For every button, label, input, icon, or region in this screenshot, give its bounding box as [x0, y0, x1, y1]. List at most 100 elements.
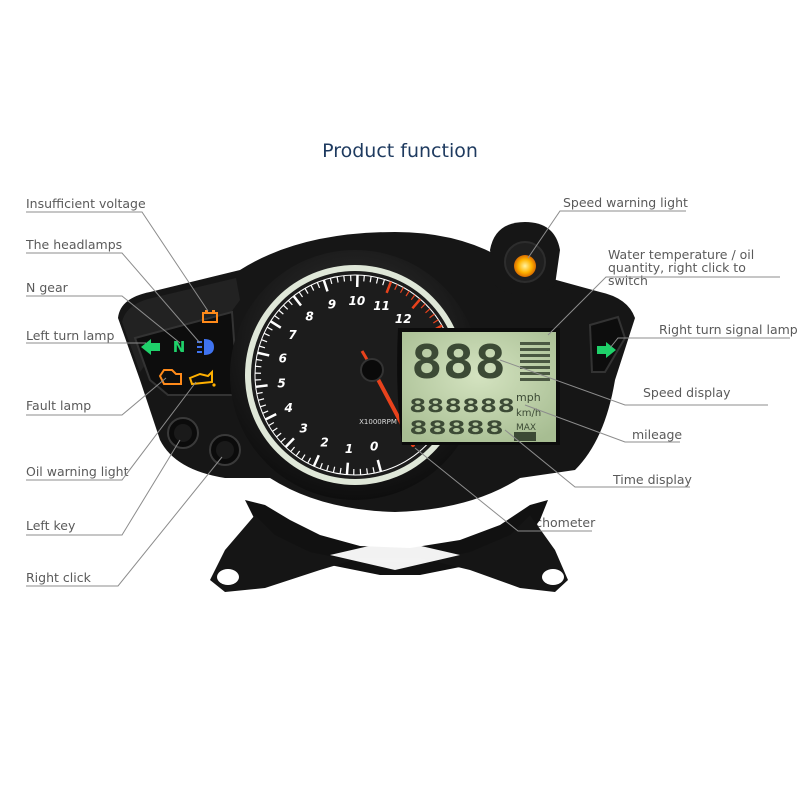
page-title: Product function	[322, 140, 478, 162]
gauge-tick	[411, 298, 422, 310]
label-insufficient-voltage: Insufficient voltage	[26, 196, 146, 211]
gauge-tick	[284, 437, 295, 448]
gauge-tick	[345, 462, 350, 475]
label-water-temperature: Water temperature / oil quantity, right …	[608, 247, 755, 288]
gauge-tick-label: 2	[320, 435, 328, 449]
gauge-tick	[363, 275, 365, 282]
gauge-tick-label: 6	[279, 352, 287, 366]
gauge-tick	[336, 276, 339, 283]
label-speed-display: Speed display	[643, 385, 731, 400]
lcd-icon-block	[514, 432, 536, 441]
gauge-tick	[316, 282, 321, 289]
gauge-tick	[375, 277, 379, 284]
gauge-tick-label: 10	[348, 294, 365, 308]
gauge-tick-label: 9	[328, 298, 336, 312]
gauge-tick	[298, 291, 304, 298]
gauge-tick	[295, 450, 301, 457]
gauge-tick	[376, 459, 383, 472]
gauge-tick	[259, 345, 266, 349]
gauge-tick	[369, 276, 372, 283]
tach-unit-label: X1000RPM	[359, 418, 397, 426]
time-digits: 88888	[409, 417, 504, 439]
gauge-tick	[269, 320, 282, 329]
gauge-tick-label: 1	[345, 442, 353, 456]
speed-warning-light	[514, 255, 536, 277]
gauge-tick	[255, 365, 262, 368]
left-turn-arrow-icon	[141, 339, 160, 355]
gauge-tick	[332, 466, 336, 473]
max-label: MAX	[516, 423, 536, 433]
gauge-tick	[410, 294, 416, 301]
gauge-tick	[301, 454, 306, 460]
gauge-tick	[276, 432, 282, 438]
battery-icon	[202, 310, 218, 323]
label-time-display: Time display	[613, 472, 692, 487]
gauge-tick	[261, 339, 268, 343]
gauge-tick	[287, 300, 293, 306]
gauge-tick	[322, 279, 329, 292]
n-gear-indicator: N	[173, 338, 186, 356]
left-indicator-cluster: N	[133, 310, 240, 396]
gauge-tick	[262, 410, 269, 414]
gauge-tick	[329, 277, 333, 285]
mileage-unit: km/h	[516, 408, 541, 419]
leader-lines	[26, 210, 790, 587]
gauge-tick-label: 5	[277, 377, 285, 391]
speed-digits: 888	[411, 335, 506, 389]
mileage-digits: 888888	[409, 395, 515, 417]
gauge-tick-label: 0	[370, 439, 378, 453]
gauge-tick-label: 3	[299, 421, 307, 435]
gauge-tick	[290, 446, 296, 452]
label-headlamps: The headlamps	[26, 237, 123, 252]
oil-can-icon	[188, 369, 216, 387]
gauge-tick	[326, 464, 329, 472]
label-mileage: mileage	[632, 427, 683, 442]
gauge-tick-label: 12	[395, 312, 412, 326]
gauge-tick	[263, 332, 270, 337]
gauge-tick	[399, 287, 404, 294]
gauge-tick-label: 11	[373, 299, 390, 313]
speed-warning-pod	[490, 222, 560, 295]
gauge-tick	[394, 284, 398, 291]
gauge-tick-label: 7	[288, 328, 297, 342]
gauge-tick	[312, 454, 320, 467]
gauge-tick	[366, 468, 369, 475]
gauge-tick	[256, 391, 263, 395]
gauge-tick	[280, 437, 286, 443]
gauge-tick	[266, 326, 273, 331]
gauge-tick	[268, 421, 275, 427]
gauge-tick	[258, 398, 265, 401]
speed-unit: mph	[516, 391, 541, 404]
label-left-turn-lamp: Left turn lamp	[26, 328, 115, 343]
gauge-tick	[319, 462, 323, 469]
gauge-tick	[432, 319, 439, 324]
gauge-tick	[272, 427, 278, 432]
bar-gauge	[520, 342, 550, 381]
headlamp-icon	[197, 339, 214, 355]
gauge-tick	[310, 284, 315, 291]
gauge-tick	[343, 275, 346, 282]
gauge-tick	[257, 351, 270, 357]
right-click-button[interactable]	[209, 434, 241, 466]
right-turn-arrow-icon	[597, 342, 616, 358]
gauge-tick	[429, 313, 435, 319]
mounting-bracket	[210, 500, 568, 592]
gauge-tick	[260, 404, 267, 408]
engine-fault-icon	[158, 369, 182, 385]
label-right-click: Right click	[26, 570, 91, 585]
label-oil-warning-light: Oil warning light	[26, 464, 129, 479]
gauge-tick	[255, 384, 268, 389]
gauge-tick-label: 4	[284, 401, 293, 415]
gauge-tick	[339, 467, 342, 474]
gauge-tick	[282, 304, 289, 310]
label-speed-warning-light: Speed warning light	[563, 195, 688, 210]
left-key-button[interactable]	[167, 417, 199, 449]
gauge-tick	[382, 279, 386, 286]
gauge-tick-label: 8	[305, 310, 313, 324]
label-left-key: Left key	[26, 518, 76, 533]
label-n-gear: N gear	[26, 280, 68, 295]
right-indicator-cluster	[588, 315, 627, 373]
gauge-tick	[264, 413, 277, 421]
gauge-tick	[256, 358, 263, 362]
